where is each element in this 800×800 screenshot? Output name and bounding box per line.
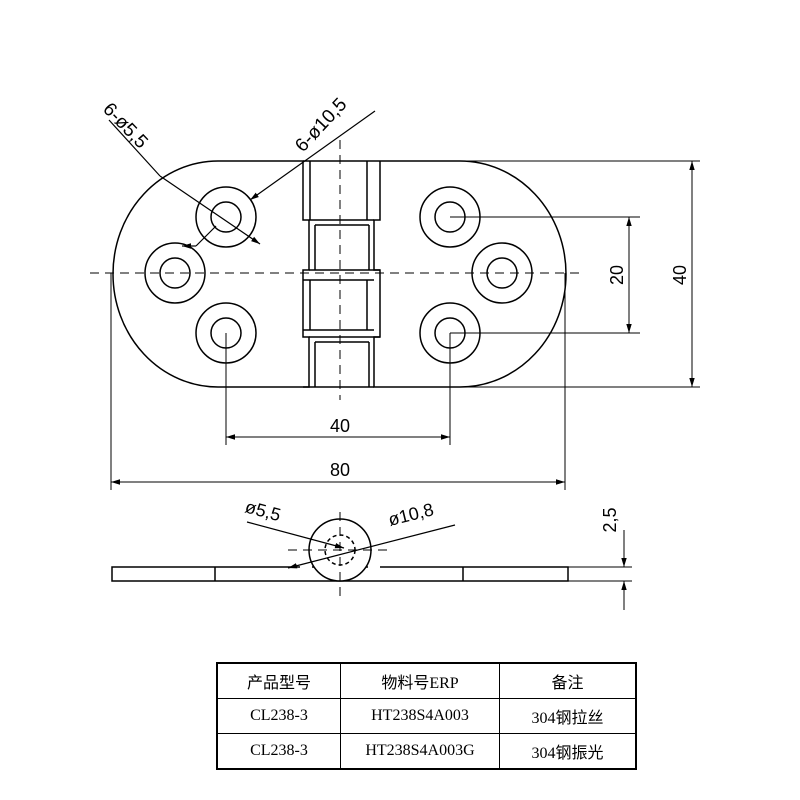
cell-model: CL238-3 <box>216 698 341 734</box>
table-row: CL238-3 HT238S4A003G 304钢振光 <box>216 733 637 770</box>
mounting-hole <box>144 242 206 304</box>
total-height-label: 40 <box>670 265 690 285</box>
dimension-lines <box>111 161 695 485</box>
hole-small-label: 6-ø5,5 <box>98 99 151 153</box>
plate-thickness-label: 2,5 <box>600 507 620 532</box>
hole-pitch-vertical-label: 20 <box>607 265 627 285</box>
knuckle-diameter-label: ø10,8 <box>386 499 436 530</box>
spec-table: 产品型号 物料号ERP 备注 CL238-3 HT238S4A003 304钢拉… <box>216 662 637 770</box>
hinge-top-view <box>112 160 567 388</box>
header-note: 备注 <box>499 662 637 699</box>
extension-lines <box>110 160 700 490</box>
mounting-hole <box>195 186 257 248</box>
table-row: CL238-3 HT238S4A003 304钢拉丝 <box>216 698 637 734</box>
hole-pitch-horizontal-label: 40 <box>330 416 350 436</box>
center-lines <box>90 140 580 400</box>
total-width-label: 80 <box>330 460 350 480</box>
hole-large-label: 6-ø10,5 <box>291 94 351 156</box>
header-model: 产品型号 <box>216 662 341 699</box>
thickness-dimension <box>568 530 632 610</box>
cell-note: 304钢拉丝 <box>499 698 637 734</box>
table-header-row: 产品型号 物料号ERP 备注 <box>216 662 637 699</box>
cell-erp: HT238S4A003G <box>340 733 500 770</box>
pin-diameter-label: ø5,5 <box>243 497 283 526</box>
hole-leaders <box>108 110 376 249</box>
cell-model: CL238-3 <box>216 733 341 770</box>
header-erp: 物料号ERP <box>340 662 500 699</box>
side-center-lines <box>288 512 392 600</box>
cell-note: 304钢振光 <box>499 733 637 770</box>
side-leaders <box>246 521 456 569</box>
cell-erp: HT238S4A003 <box>340 698 500 734</box>
hinge-outline <box>112 160 310 388</box>
hinge-outline-right <box>373 160 567 388</box>
